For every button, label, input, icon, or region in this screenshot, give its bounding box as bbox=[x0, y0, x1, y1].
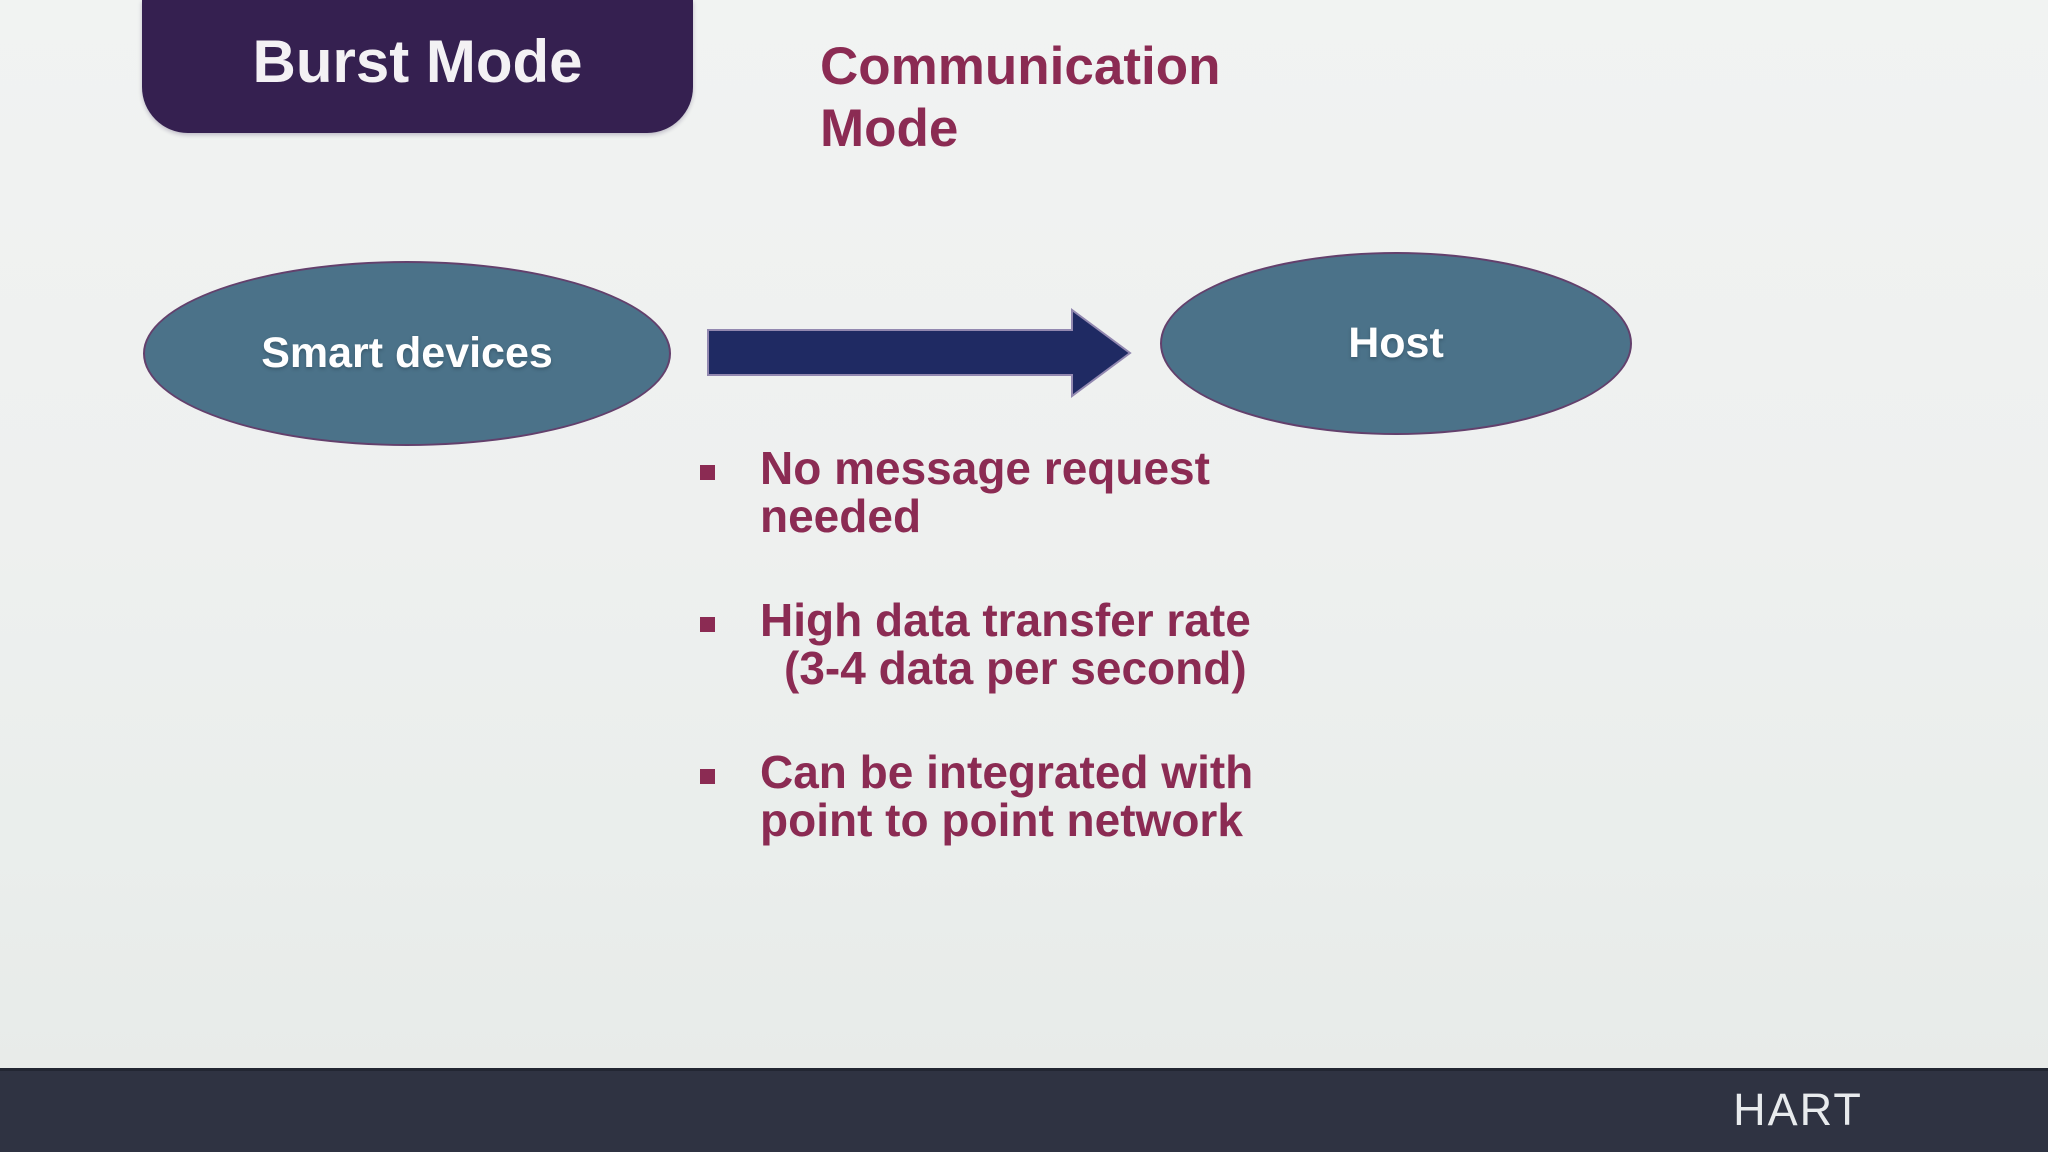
node-smart-devices: Smart devices bbox=[143, 261, 671, 446]
arrow-right-icon bbox=[707, 308, 1132, 398]
footer-bar: HART bbox=[0, 1068, 2048, 1152]
node-host-label: Host bbox=[1348, 319, 1444, 367]
bullet-text-line: Can be integrated with bbox=[760, 746, 1254, 798]
footer-brand: HART bbox=[1733, 1084, 1863, 1135]
bullet-list: No message request needed High data tran… bbox=[700, 444, 1340, 900]
bullet-text-line: High data transfer rate bbox=[760, 594, 1251, 646]
list-item: Can be integrated with point to point ne… bbox=[700, 748, 1340, 844]
bullet-square-icon bbox=[700, 769, 715, 784]
list-item: High data transfer rate (3-4 data per se… bbox=[700, 596, 1340, 692]
bullet-text-line: (3-4 data per second) bbox=[784, 642, 1247, 694]
title-badge-label: Burst Mode bbox=[252, 28, 583, 95]
node-smart-devices-label: Smart devices bbox=[261, 329, 553, 377]
node-host: Host bbox=[1160, 252, 1632, 435]
bullet-square-icon bbox=[700, 465, 715, 480]
bullet-text-line: No message request bbox=[760, 442, 1210, 494]
bullet-square-icon bbox=[700, 617, 715, 632]
list-item: No message request needed bbox=[700, 444, 1340, 540]
bullet-text-line: needed bbox=[760, 490, 922, 542]
subtitle: Communication Mode bbox=[820, 37, 1221, 158]
bullet-text-line: point to point network bbox=[760, 794, 1243, 846]
title-badge: Burst Mode bbox=[142, 0, 693, 133]
